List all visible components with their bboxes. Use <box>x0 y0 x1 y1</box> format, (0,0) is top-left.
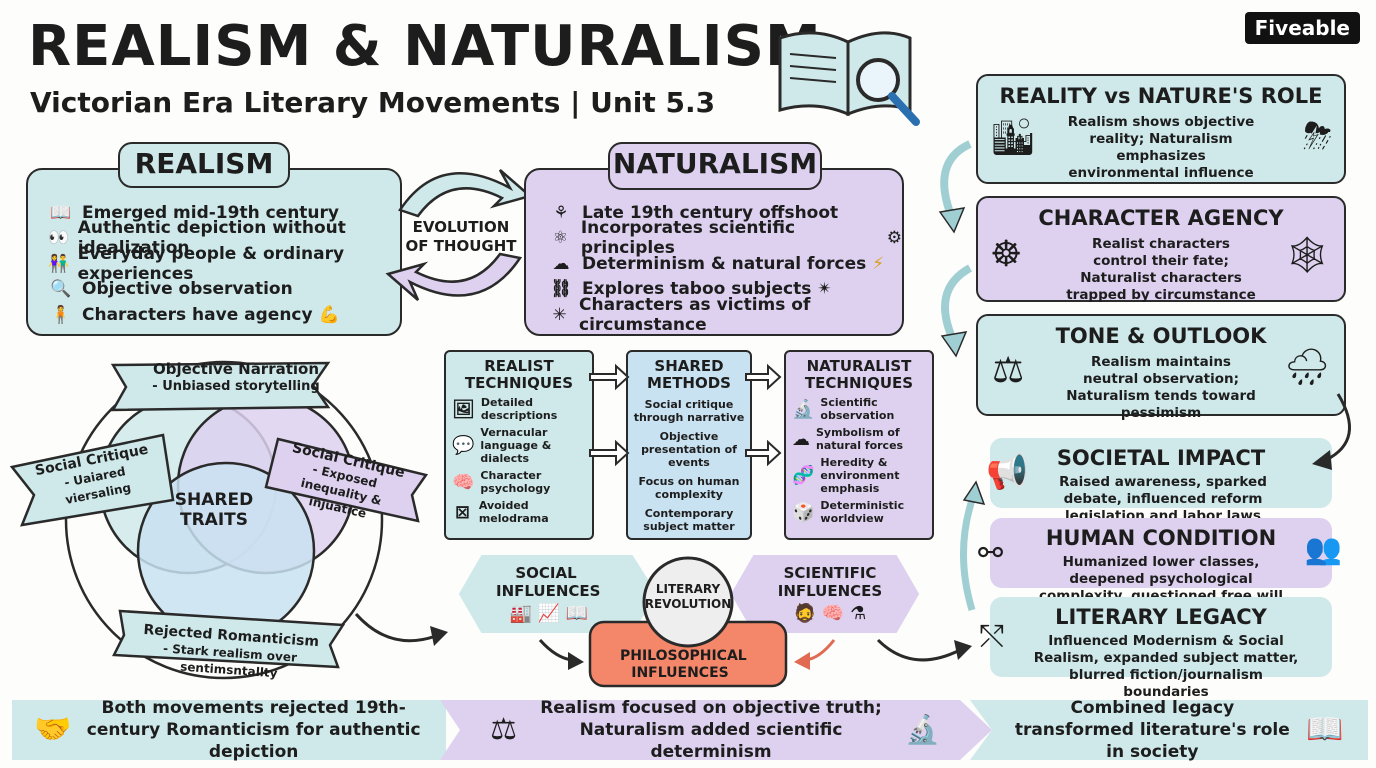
spider-web-icon: 🕸 <box>1284 235 1330 276</box>
rain-flower-icon: 🌧 <box>1284 347 1330 388</box>
evolution-cycle-arrows <box>385 169 533 301</box>
technique-arrows <box>589 363 782 467</box>
crossed-mask-icon: ⊠ <box>454 501 470 523</box>
scientific-influences-label: SCIENTIFIC INFLUENCES <box>777 564 883 600</box>
branching-arrows-icon: ⤲ <box>980 619 1004 654</box>
reality-vs-nature-box: REALITY vs NATURE'S ROLE Realism shows o… <box>976 74 1346 184</box>
atom-icon: ⚛ <box>552 228 569 249</box>
naturalism-item: ⚘Late 19th century offshoot <box>548 200 902 226</box>
shared-method-item: Objective presentation of events <box>641 430 737 469</box>
literary-revolution-label: LITERARY REVOLUTION <box>644 582 732 611</box>
footer-banner-3: Combined legacy transformed literature's… <box>1014 698 1344 762</box>
microscope-icon: 🔬 <box>905 713 940 746</box>
naturalism-item: ⛓Explores taboo subjects✴ <box>548 277 902 303</box>
human-condition-box: HUMAN CONDITION Humanized lower classes,… <box>978 518 1342 604</box>
gear-icon: ⚙ <box>886 228 902 249</box>
page-subtitle: Victorian Era Literary Movements | Unit … <box>30 86 716 119</box>
dna-icon: 🧬 <box>792 465 815 486</box>
spark-icon: ✴ <box>817 279 832 300</box>
figure-icon: 🧍 <box>50 304 72 325</box>
network-icon: ⚯ <box>978 536 1004 571</box>
scales-icon: ⚖ <box>992 350 1025 391</box>
scales-icon: ⚖ <box>490 712 518 747</box>
technique-item: ☁Symbolism of natural forces <box>792 426 904 452</box>
realism-item: 👀Authentic depiction without idealizatio… <box>48 218 346 259</box>
technique-item: 🖼Detailed descriptions <box>452 396 558 422</box>
footer-banner-3-shape <box>970 700 1368 760</box>
influences-diagram <box>458 555 920 688</box>
technique-item: ⊠Avoided melodrama <box>452 499 586 525</box>
page-title: REALISM & NATURALISM <box>28 14 822 79</box>
ribbon-objective-narration: Objective Narration- Unbiased storytelli… <box>152 360 320 394</box>
shared-method-item: Contemporary subject matter <box>643 507 735 533</box>
shared-traits-venn <box>9 360 429 680</box>
arrow-legacy-up <box>959 480 986 612</box>
right-column-arrows <box>938 140 973 358</box>
ship-wheel-icon: ☸ <box>990 234 1023 275</box>
city-person-icon: 🏙 <box>990 117 1036 158</box>
handshake-icon: 🤝 <box>34 712 72 747</box>
footer-banner-2-shape <box>440 700 992 760</box>
speech-icon: 💬 <box>452 435 475 456</box>
realism-heading: REALISM <box>118 142 290 188</box>
realism-panel: 📖Emerged mid-19th century 👀Authentic dep… <box>26 168 402 336</box>
footer-banner-2: ⚖ Realism focused on objective truth; Na… <box>490 698 940 762</box>
book-icon: 📖 <box>50 202 72 223</box>
naturalism-heading: NATURALISM <box>608 142 822 190</box>
technique-item: 🧠Character psychology <box>452 469 551 495</box>
philosophical-influences-label: PHILOSOPHICAL INFLUENCES <box>620 648 747 681</box>
book-magnifier-icon <box>778 31 920 126</box>
literary-legacy-box: LITERARY LEGACY Influenced Modernism & S… <box>980 597 1332 700</box>
naturalist-techniques-panel: NATURALIST TECHNIQUES 🔬Scientific observ… <box>784 350 934 540</box>
technique-item: 🔬Scientific observation <box>792 396 895 422</box>
branch-icon: ⚘ <box>553 202 569 223</box>
arrow-venn-to-influences <box>354 612 448 646</box>
brand-logo: Fiveable <box>1244 12 1360 44</box>
footer-banner-1: 🤝 Both movements rejected 19th-century R… <box>12 698 446 762</box>
head-icon: 🧠 <box>452 471 475 493</box>
muscle-icon: 💪 <box>318 304 340 325</box>
chain-icon: ⛓ <box>550 279 572 300</box>
naturalism-item: ☁Determinism & natural forces⚡ <box>548 251 902 277</box>
character-agency-box: CHARACTER AGENCY Realist characters cont… <box>976 196 1346 303</box>
arrow-influences-to-right <box>876 638 972 662</box>
eyes-icon: 👀 <box>48 228 70 249</box>
technique-item: 💬Vernacular language & dialects <box>452 426 552 465</box>
people-icon: 👫 <box>48 253 70 274</box>
naturalism-panel: ⚘Late 19th century offshoot ⚛Incorporate… <box>524 168 904 336</box>
magnifier-icon: 🔍 <box>50 279 72 300</box>
arrow-tone-to-impact <box>1312 393 1352 470</box>
shared-method-item: Focus on human complexity <box>638 475 740 501</box>
social-influences-label: SOCIAL INFLUENCES <box>496 564 601 600</box>
megaphone-icon: 📢 <box>986 452 1029 492</box>
venn-center-label: SHARED TRAITS <box>174 490 254 530</box>
technique-item: 🧬Heredity & environment emphasis <box>792 456 900 495</box>
factory-chart-book-icons: 🏭 📈 📖 <box>509 603 589 624</box>
realism-item: 🔍Objective observation <box>48 277 400 303</box>
picture-icon: 🖼 <box>452 398 475 420</box>
technique-item: 🎲Deterministic worldview <box>792 499 905 525</box>
cloud-icon: ☁ <box>792 428 810 450</box>
tone-outlook-box: TONE & OUTLOOK Realism maintains neutral… <box>976 314 1346 421</box>
shared-method-item: Social critique through narrative <box>633 398 745 424</box>
realism-item: 👫Everyday people & ordinary experiences <box>48 243 345 284</box>
realist-techniques-panel: REALIST TECHNIQUES 🖼Detailed description… <box>444 350 594 540</box>
open-book-icon: 📖 <box>1306 712 1344 747</box>
storm-icon: ☁ <box>552 253 570 274</box>
dice-icon: 🎲 <box>792 501 815 523</box>
storm-person-icon: ⛈ <box>1303 116 1332 157</box>
lightning-icon: ⚡ <box>872 253 885 274</box>
societal-impact-box: SOCIETAL IMPACT Raised awareness, sparke… <box>986 438 1332 524</box>
people-network-icon: 👥 <box>1304 532 1342 567</box>
microscope-icon: 🔬 <box>792 398 815 420</box>
realism-item: 📖Emerged mid-19th century <box>48 200 400 226</box>
web-icon: ✳ <box>552 304 567 325</box>
realism-item: 🧍Characters have agency💪 <box>48 302 400 328</box>
naturalism-item: ✳Characters as victims of circumstance <box>548 295 902 335</box>
shared-methods-panel: SHARED METHODS Social critique through n… <box>626 350 752 540</box>
scientist-brain-flask-icons: 🧔 🧠 ⚗ <box>793 603 867 624</box>
naturalism-item: ⚛Incorporates scientific principles⚙ <box>548 218 902 258</box>
